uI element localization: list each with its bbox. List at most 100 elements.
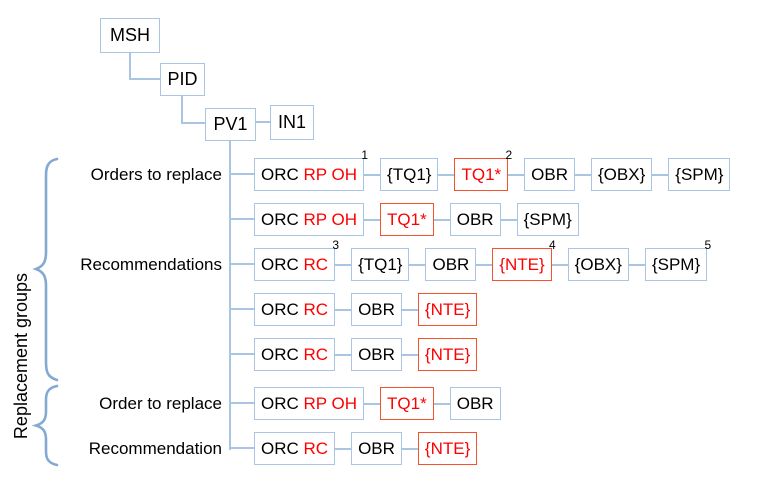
box-text: ORC (261, 254, 304, 274)
box-text: RC (303, 254, 329, 274)
box-text: {NTE} (499, 254, 545, 274)
connector-line (256, 121, 270, 123)
box-tq1: TQ1*2 (454, 149, 512, 191)
node-pv1: PV1 (205, 108, 256, 141)
connector-line (229, 218, 255, 220)
connector-line (229, 447, 255, 449)
node-in1-label: IN1 (277, 112, 306, 132)
box-text: {OBX} (598, 164, 646, 184)
box-text: {TQ1} (358, 254, 403, 274)
box-orc-rc: ORC RC (254, 293, 336, 326)
connector-line (438, 173, 455, 176)
connector-line (433, 218, 450, 221)
connector-line (181, 122, 205, 124)
box-obr: OBR (425, 248, 477, 281)
box-obx: {OBX} (591, 158, 653, 191)
footnote-number: 5 (704, 238, 712, 252)
segment-row: ORC RC OBR {NTE} (254, 432, 478, 465)
box-obr: OBR (449, 387, 501, 420)
connector-line (364, 402, 381, 405)
box-text: OBR (456, 209, 494, 229)
row-label-orders-to-replace: Orders to replace (90, 165, 222, 184)
box-obr: OBR (351, 293, 402, 326)
box-text: ORC (261, 164, 304, 184)
connector-line (364, 218, 381, 221)
box-spm: {SPM} (668, 158, 731, 191)
row-label-order-to-replace: Order to replace (99, 394, 222, 413)
box-text: {SPM} (651, 254, 701, 274)
connector-line (229, 402, 255, 404)
box-text: {NTE} (424, 438, 471, 458)
box-nte: {NTE} (417, 338, 478, 371)
box-orc-rp-oh: ORC RP OH (254, 387, 365, 420)
connector-line (500, 218, 517, 221)
footnote-number: 3 (332, 238, 340, 252)
box-spm: {SPM}5 (644, 239, 711, 281)
box-text: TQ1* (387, 209, 427, 229)
footnote-number: 1 (361, 148, 369, 162)
box-text: {NTE} (424, 299, 471, 319)
connector-line (652, 173, 669, 176)
box-text: RC (303, 344, 329, 364)
connector-line (335, 308, 352, 311)
connector-line (409, 263, 426, 266)
box-text: {SPM} (523, 209, 572, 229)
box-text: OBR (358, 299, 395, 319)
box-nte: {NTE} (417, 432, 478, 465)
vertical-title: Replacement groups (11, 272, 31, 440)
segment-row: ORC RP OH TQ1* OBR {SPM} (254, 203, 579, 236)
box-text: RP OH (303, 393, 358, 413)
box-obr: OBR (351, 338, 402, 371)
connector-line (364, 173, 381, 176)
row-label-recommendation: Recommendation (88, 439, 222, 458)
box-nte: {NTE} (417, 293, 478, 326)
box-tq1: TQ1* (380, 203, 434, 236)
node-in1: IN1 (270, 105, 314, 140)
box-tq1: {TQ1} (380, 158, 439, 191)
connector-line (551, 263, 568, 266)
connector-line (401, 308, 418, 311)
box-orc-rp-oh: ORC RP OH (254, 203, 365, 236)
connector-line (476, 263, 493, 266)
connector-line (129, 78, 160, 80)
box-nte: {NTE} 4 (492, 239, 556, 281)
connector-line (229, 308, 255, 310)
node-pid: PID (160, 63, 205, 96)
connector-line (229, 263, 255, 265)
box-text: OBR (456, 393, 494, 413)
node-pv1-label: PV1 (213, 114, 248, 134)
box-text: RC (303, 299, 329, 319)
segment-row: ORC RP OH TQ1* OBR (254, 387, 501, 420)
box-tq1: TQ1* (380, 387, 434, 420)
box-orc-rc: ORC RC (254, 432, 336, 465)
segment-row: ORC RC OBR {NTE} (254, 293, 478, 326)
box-text: ORC (261, 344, 304, 364)
box-text: RC (303, 438, 329, 458)
box-obr: OBR (449, 203, 501, 236)
footnote-number: 2 (505, 148, 513, 162)
box-text: {NTE} (424, 344, 471, 364)
box-text: {OBX} (574, 254, 622, 274)
box-text: ORC (261, 209, 304, 229)
box-tq1: {TQ1} (351, 248, 410, 281)
box-obr: OBR (351, 432, 402, 465)
footnote-number: 4 (549, 238, 556, 252)
box-text: OBR (432, 254, 470, 274)
box-text: ORC (261, 393, 304, 413)
box-text: {TQ1} (387, 164, 432, 184)
box-text: OBR (358, 438, 395, 458)
box-spm: {SPM} (516, 203, 579, 236)
connector-line (181, 96, 183, 124)
connector-line (508, 173, 525, 176)
box-text: TQ1* (461, 164, 502, 184)
node-msh-label: MSH (110, 25, 150, 45)
connector-line (628, 263, 645, 266)
box-text: RP OH (303, 164, 358, 184)
row-label-recommendations: Recommendations (80, 255, 222, 274)
box-text: {SPM} (675, 164, 724, 184)
box-obr: OBR (524, 158, 575, 191)
